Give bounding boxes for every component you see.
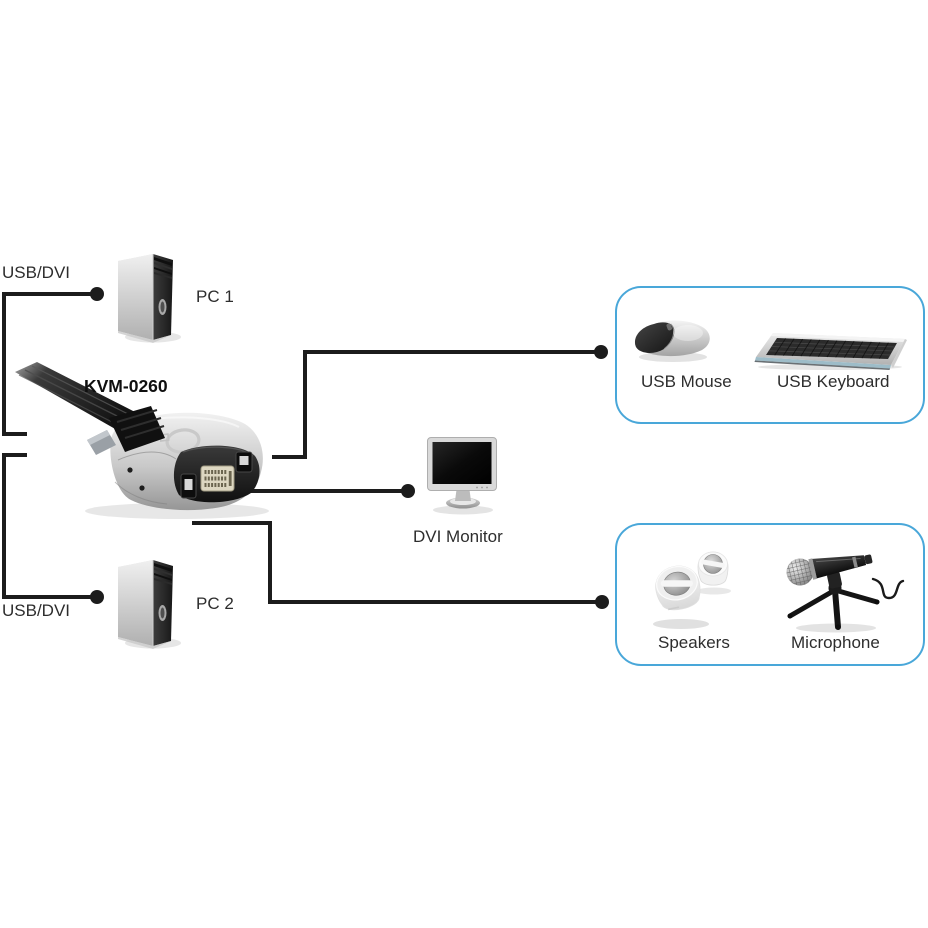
pc2-image xyxy=(108,556,188,656)
kvm-cable-connector xyxy=(87,430,116,455)
speakers-image xyxy=(643,543,738,640)
pc1-connection-label: USB/DVI xyxy=(2,263,71,282)
tower-side-panel xyxy=(118,560,153,646)
speaker-rear xyxy=(697,551,729,586)
keyboard-label: USB Keyboard xyxy=(777,372,890,391)
kvm-switch-image xyxy=(15,362,270,527)
tower-side-panel xyxy=(118,254,153,340)
keyboard-image xyxy=(750,324,908,375)
usb-port-bottom xyxy=(180,473,197,499)
mouse-label: USB Mouse xyxy=(641,372,732,391)
dvi-port xyxy=(200,465,235,492)
pc1-image xyxy=(108,250,188,350)
connector-dot-console xyxy=(594,345,608,359)
speaker-front xyxy=(655,565,701,611)
connector-audio-line xyxy=(192,521,602,604)
usb-port-top xyxy=(235,451,253,473)
mic-stand xyxy=(787,587,880,630)
microphone-image xyxy=(776,546,906,639)
keyboard-front-edge xyxy=(755,357,891,369)
monitor-screen xyxy=(432,442,492,484)
monitor-label: DVI Monitor xyxy=(413,527,503,546)
kvm-cable xyxy=(15,362,135,430)
connector-dot-pc1 xyxy=(90,287,104,301)
mic-body xyxy=(784,554,873,588)
kvm-title: KVM-0260 xyxy=(84,376,168,396)
connector-dot-pc2 xyxy=(90,590,104,604)
pc2-label: PC 2 xyxy=(196,594,234,613)
connector-dot-audio xyxy=(595,595,609,609)
tower-front-panel xyxy=(153,254,173,340)
kvm-cable-collar xyxy=(109,406,165,452)
pc1-label: PC 1 xyxy=(196,287,234,306)
monitor-image xyxy=(424,436,502,521)
microphone-label: Microphone xyxy=(791,633,880,652)
speakers-label: Speakers xyxy=(658,633,730,652)
mouse-image xyxy=(630,316,718,371)
pc2-connection-label: USB/DVI xyxy=(2,601,71,620)
mouse-buttons xyxy=(634,322,675,353)
mic-cable xyxy=(871,577,905,600)
tower-front-panel xyxy=(153,560,173,646)
connector-dot-monitor xyxy=(401,484,415,498)
